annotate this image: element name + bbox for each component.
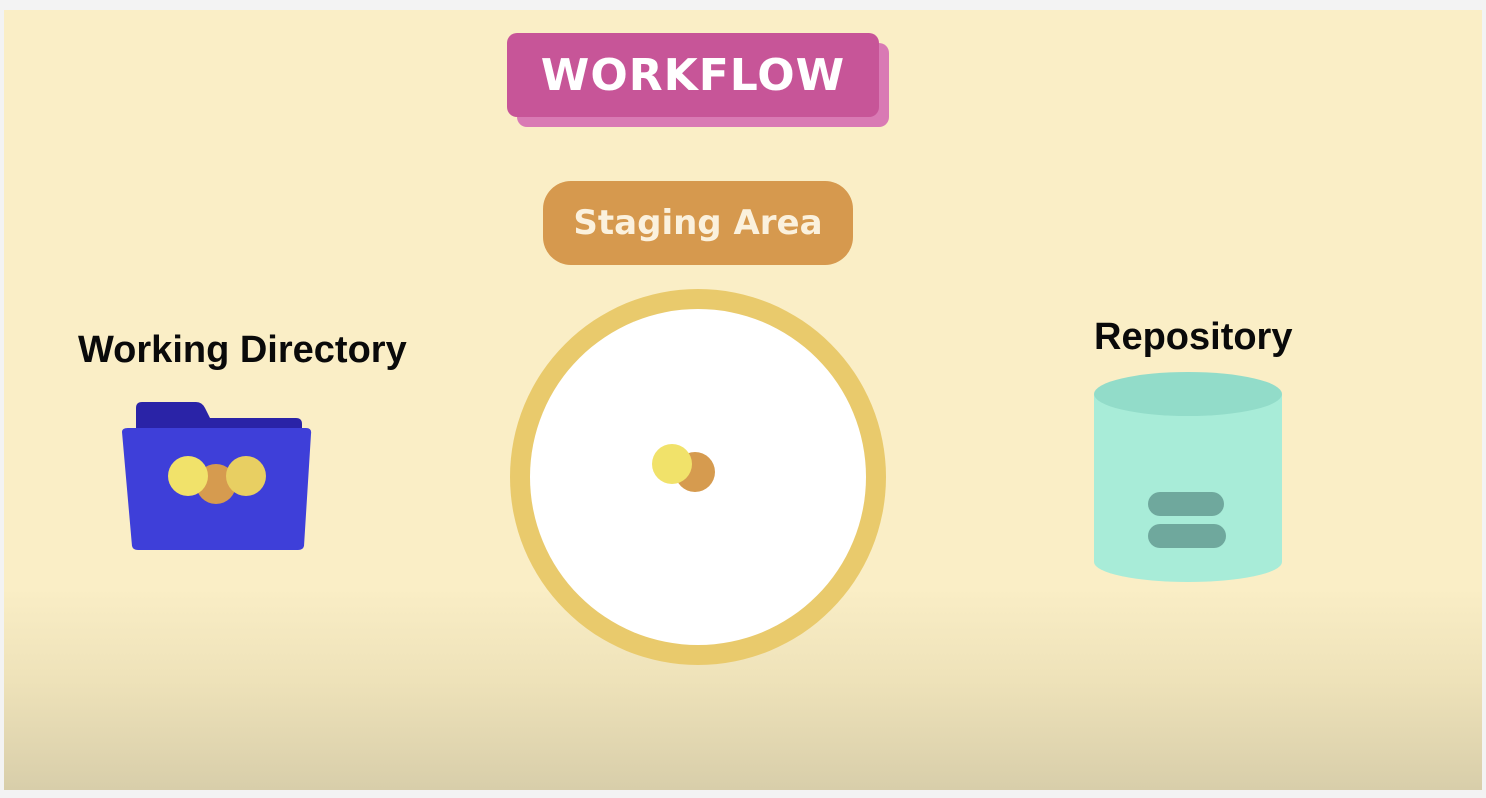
staging-area-label: Staging Area [573,203,823,243]
working-directory-label: Working Directory [78,329,407,371]
workflow-title: WORKFLOW [540,49,846,101]
staging-area-label-pill: Staging Area [543,181,853,265]
database-icon [1090,370,1286,591]
folder-icon [118,400,318,565]
repository-label: Repository [1094,316,1293,358]
workflow-diagram: WORKFLOW Staging Area Working Directory … [4,10,1482,790]
staging-area-disc [530,309,866,645]
workflow-title-badge: WORKFLOW [507,33,889,127]
staged-file-yellow-dot [652,444,692,484]
database-icon-graphic [1094,372,1282,582]
staging-area-circle [510,289,886,665]
title-badge-face: WORKFLOW [507,33,879,117]
folder-icon-graphic [122,402,312,550]
